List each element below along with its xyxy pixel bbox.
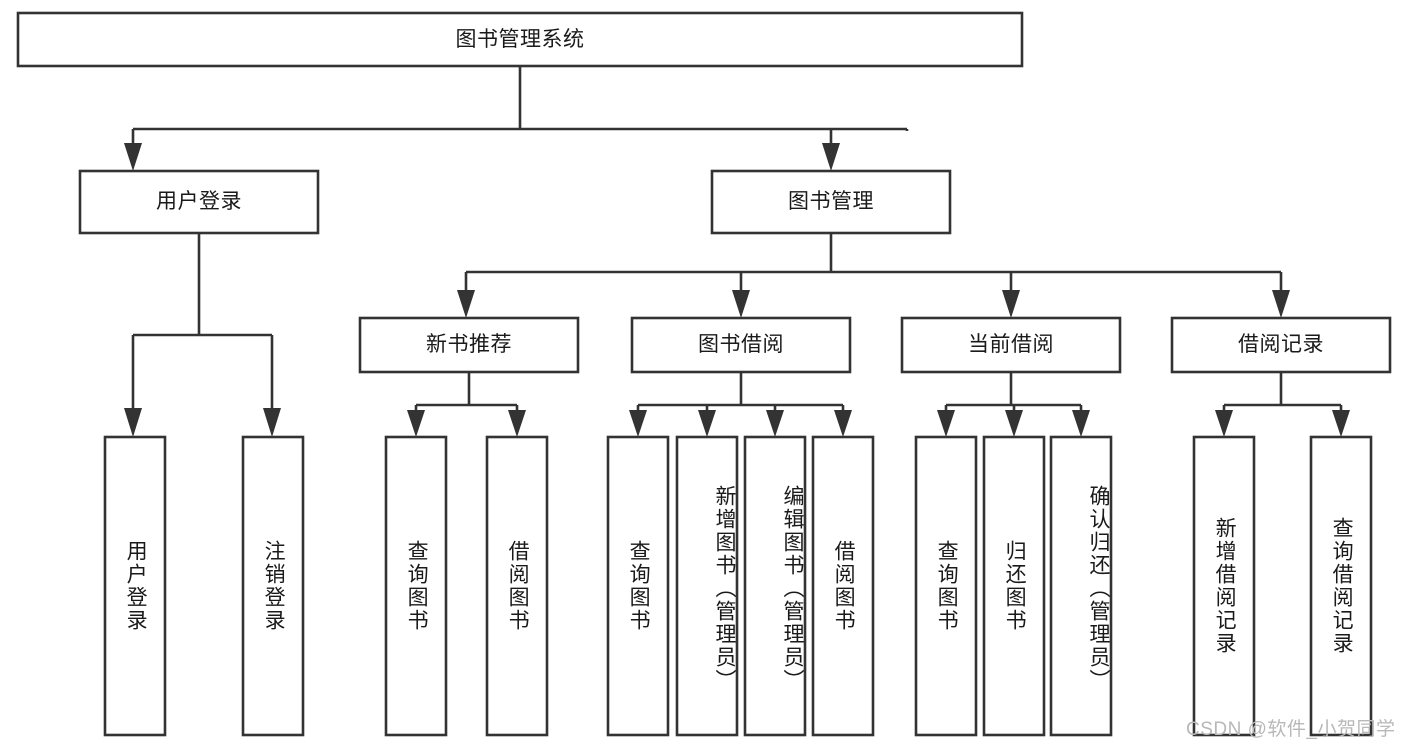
leaf-user-login-box[interactable]	[103, 435, 167, 737]
arrow-head-leaf-return-book	[1005, 410, 1023, 437]
node-root-box[interactable]	[16, 11, 1024, 68]
arrow-head-borrow-record	[1272, 290, 1290, 318]
arrow-head-user-login	[124, 143, 142, 171]
arrow-head-leaf-query-book-3	[937, 410, 955, 437]
node-current-borrow-box[interactable]	[900, 316, 1122, 374]
leaf-return-book-box[interactable]	[982, 435, 1046, 737]
connector-current-borrow-to-leaves	[937, 372, 1090, 437]
leaf-borrow-book-2-box[interactable]	[811, 435, 875, 737]
leaf-add-book-box[interactable]	[675, 435, 739, 737]
arrow-head-leaf-user-login	[124, 408, 142, 437]
leaf-user-logout-box[interactable]	[241, 435, 305, 737]
csdn-watermark: CSDN @软件_小贺同学	[1186, 719, 1396, 740]
arrow-head-leaf-user-logout	[263, 408, 281, 437]
arrow-head-book-borrow	[732, 290, 750, 318]
arrow-head-book-manage	[822, 143, 840, 171]
connector-borrow-record-to-leaves	[1215, 372, 1350, 437]
arrow-head-new-book-rec	[457, 290, 475, 318]
leaf-query-record-box[interactable]	[1309, 435, 1373, 737]
leaf-query-book-3-box[interactable]	[914, 435, 978, 737]
arrow-head-current-borrow	[1002, 290, 1020, 318]
node-book-borrow-box[interactable]	[630, 316, 852, 374]
connector-new-book-rec-to-leaves	[407, 372, 526, 437]
leaf-edit-book-box[interactable]	[743, 435, 807, 737]
connector-book-manage-to-level3	[457, 233, 1290, 318]
arrow-head-leaf-add-book	[698, 410, 716, 437]
leaf-query-book-1-box[interactable]	[384, 435, 448, 737]
leaf-query-book-2-box[interactable]	[606, 435, 670, 737]
node-new-book-rec-box[interactable]	[358, 316, 580, 374]
arrow-head-leaf-query-record	[1332, 410, 1350, 437]
leaf-confirm-return-box[interactable]	[1049, 435, 1113, 737]
arrow-head-leaf-edit-book	[766, 410, 784, 437]
arrow-head-leaf-add-record	[1215, 410, 1233, 437]
arrow-head-leaf-borrow-book-1	[508, 410, 526, 437]
arrow-head-leaf-confirm-return	[1072, 410, 1090, 437]
arrow-head-leaf-borrow-book-2	[834, 410, 852, 437]
leaf-add-record-box[interactable]	[1192, 435, 1256, 737]
node-book-manage-box[interactable]	[710, 169, 952, 235]
connector-book-borrow-to-leaves	[629, 372, 852, 437]
node-user-login-box[interactable]	[78, 169, 320, 235]
connector-user-login-to-leaves	[124, 233, 281, 437]
node-borrow-record-box[interactable]	[1170, 316, 1392, 374]
arrow-head-leaf-query-book-2	[629, 410, 647, 437]
connector-root-to-level2	[124, 66, 909, 171]
leaf-borrow-book-1-box[interactable]	[485, 435, 549, 737]
arrow-head-leaf-query-book-1	[407, 410, 425, 437]
